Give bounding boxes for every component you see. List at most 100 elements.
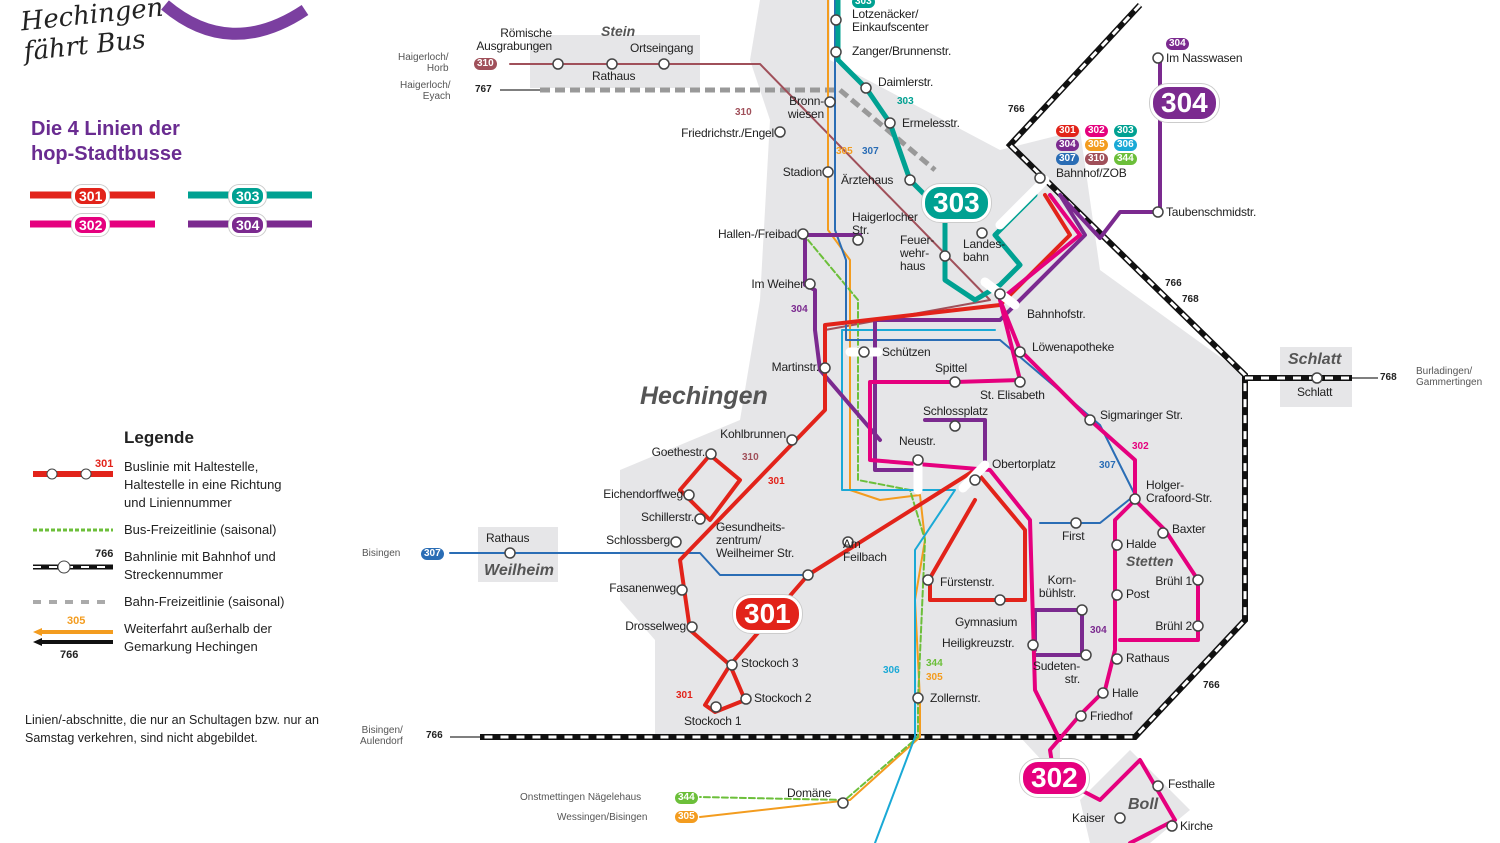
- stop-label[interactable]: Goethestr.: [651, 445, 706, 459]
- stop-marker[interactable]: [504, 547, 516, 559]
- stop-label[interactable]: St. Elisabeth: [980, 388, 1045, 402]
- stop-marker[interactable]: [606, 58, 618, 70]
- stop-marker[interactable]: [1129, 493, 1141, 505]
- stop-label[interactable]: Friedhof: [1090, 709, 1133, 723]
- stop-label[interactable]: Löwenapotheke: [1032, 340, 1115, 354]
- line-302-badge[interactable]: 302: [1020, 759, 1089, 797]
- stop-label[interactable]: First: [1062, 529, 1085, 543]
- stop-label[interactable]: Baxter: [1172, 522, 1206, 536]
- stop-label[interactable]: Ortseingang: [630, 41, 694, 55]
- stop-label[interactable]: Landes- bahn: [963, 237, 1005, 264]
- stop-label[interactable]: Römische Ausgrabungen: [476, 26, 552, 53]
- stop-marker[interactable]: [694, 513, 706, 525]
- stop-label[interactable]: Zanger/Brunnenstr.: [852, 44, 952, 58]
- stop-label[interactable]: Fasanenweg: [609, 581, 676, 595]
- stop-label[interactable]: Korn- bühlstr.: [1038, 573, 1076, 600]
- stop-label[interactable]: Brühl 1: [1155, 574, 1192, 588]
- stop-marker[interactable]: [830, 14, 842, 26]
- stop-label[interactable]: Halle: [1112, 686, 1139, 700]
- stop-marker[interactable]: [802, 569, 814, 581]
- stop-label[interactable]: Haigerlocher Str.: [852, 210, 918, 237]
- stop-marker[interactable]: [676, 584, 688, 596]
- stop-marker[interactable]: [1166, 820, 1178, 832]
- stop-label[interactable]: Post: [1126, 587, 1150, 601]
- stop-marker[interactable]: [1152, 52, 1164, 64]
- stop-marker[interactable]: [1114, 812, 1126, 824]
- stop-label[interactable]: Hallen-/Freibad: [717, 227, 797, 241]
- stop-label[interactable]: Obertorplatz: [992, 457, 1056, 471]
- line-badge-302[interactable]: 302: [72, 214, 110, 236]
- stop-label[interactable]: Ärztehaus: [841, 173, 894, 187]
- stop-label[interactable]: Rathaus: [1126, 651, 1170, 665]
- line-303-badge[interactable]: 303: [922, 184, 991, 222]
- stop-marker[interactable]: [858, 346, 870, 358]
- stop-label[interactable]: Domäne: [787, 786, 832, 800]
- stop-marker[interactable]: [1111, 653, 1123, 665]
- stop-label[interactable]: Friedrichstr./Engel: [681, 126, 774, 140]
- stop-marker[interactable]: [904, 174, 916, 186]
- stop-marker[interactable]: [740, 693, 752, 705]
- line-badge-304[interactable]: 304: [229, 214, 267, 236]
- stop-label[interactable]: Bahnhof/ZOB: [1056, 166, 1127, 180]
- stop-marker[interactable]: [670, 536, 682, 548]
- stop-marker[interactable]: [912, 454, 924, 466]
- stop-label[interactable]: Gesundheits- zentrum/ Weilheimer Str.: [716, 520, 795, 560]
- stop-marker[interactable]: [1111, 539, 1123, 551]
- stop-label[interactable]: Heiligkreuzstr.: [942, 636, 1015, 650]
- stop-marker[interactable]: [705, 448, 717, 460]
- stop-marker[interactable]: [842, 536, 854, 548]
- stop-marker[interactable]: [1192, 574, 1204, 586]
- stop-marker[interactable]: [860, 82, 872, 94]
- stop-label[interactable]: Bronn- wiesen: [787, 94, 824, 121]
- stop-marker[interactable]: [837, 797, 849, 809]
- stop-marker[interactable]: [710, 701, 722, 713]
- stop-marker[interactable]: [1152, 780, 1164, 792]
- stop-label[interactable]: Martinstr.: [771, 360, 820, 374]
- stop-marker[interactable]: [1076, 604, 1088, 616]
- stop-label[interactable]: Stockoch 2: [754, 691, 812, 705]
- stop-label[interactable]: Halde: [1126, 537, 1157, 551]
- stop-marker[interactable]: [1080, 649, 1092, 661]
- stop-marker[interactable]: [726, 659, 738, 671]
- stop-marker[interactable]: [552, 58, 564, 70]
- stop-marker[interactable]: [969, 474, 981, 486]
- stop-marker[interactable]: [683, 489, 695, 501]
- stop-marker[interactable]: [1034, 172, 1046, 184]
- stop-marker[interactable]: [1027, 639, 1039, 651]
- stop-label[interactable]: Gymnasium: [955, 615, 1018, 629]
- stop-marker[interactable]: [852, 234, 864, 246]
- stop-label[interactable]: Daimlerstr.: [878, 75, 934, 89]
- stop-marker[interactable]: [786, 434, 798, 446]
- stop-label[interactable]: Bahnhofstr.: [1027, 307, 1086, 321]
- stop-label[interactable]: Neustr.: [899, 434, 936, 448]
- stop-label[interactable]: Festhalle: [1168, 777, 1215, 791]
- stop-marker[interactable]: [1014, 376, 1026, 388]
- stop-label[interactable]: Schützen: [882, 345, 931, 359]
- stop-marker[interactable]: [1192, 620, 1204, 632]
- stop-label[interactable]: Rathaus: [592, 69, 636, 83]
- stop-marker[interactable]: [686, 621, 698, 633]
- stop-label[interactable]: Lotzenäcker/ Einkaufscenter: [852, 7, 929, 34]
- stop-label[interactable]: Taubenschmidstr.: [1166, 205, 1257, 219]
- stop-label[interactable]: Kirche: [1180, 819, 1213, 833]
- stop-marker[interactable]: [1152, 206, 1164, 218]
- stop-label[interactable]: Rathaus: [486, 531, 530, 545]
- stop-label[interactable]: Ermelesstr.: [902, 116, 960, 130]
- stop-marker[interactable]: [994, 288, 1006, 300]
- stop-label[interactable]: Schlossberg: [606, 533, 670, 547]
- line-badge-301[interactable]: 301: [72, 185, 110, 207]
- line-304-badge[interactable]: 304: [1150, 84, 1219, 122]
- stop-label[interactable]: Am Feilbach: [843, 537, 887, 564]
- line-badge-303[interactable]: 303: [229, 185, 267, 207]
- stop-label[interactable]: Schlossplatz: [923, 404, 988, 418]
- stop-label[interactable]: Im Nasswasen: [1166, 51, 1243, 65]
- stop-marker[interactable]: [994, 594, 1006, 606]
- stop-label[interactable]: Fürstenstr.: [940, 575, 995, 589]
- stop-label[interactable]: Brühl 2: [1155, 619, 1192, 633]
- stop-marker[interactable]: [774, 126, 786, 138]
- stop-marker[interactable]: [912, 692, 924, 704]
- stop-label[interactable]: Schillerstr.: [641, 510, 694, 524]
- stop-marker[interactable]: [949, 376, 961, 388]
- stop-label[interactable]: Im Weiher: [751, 277, 804, 291]
- stop-label[interactable]: Kaiser: [1072, 811, 1105, 825]
